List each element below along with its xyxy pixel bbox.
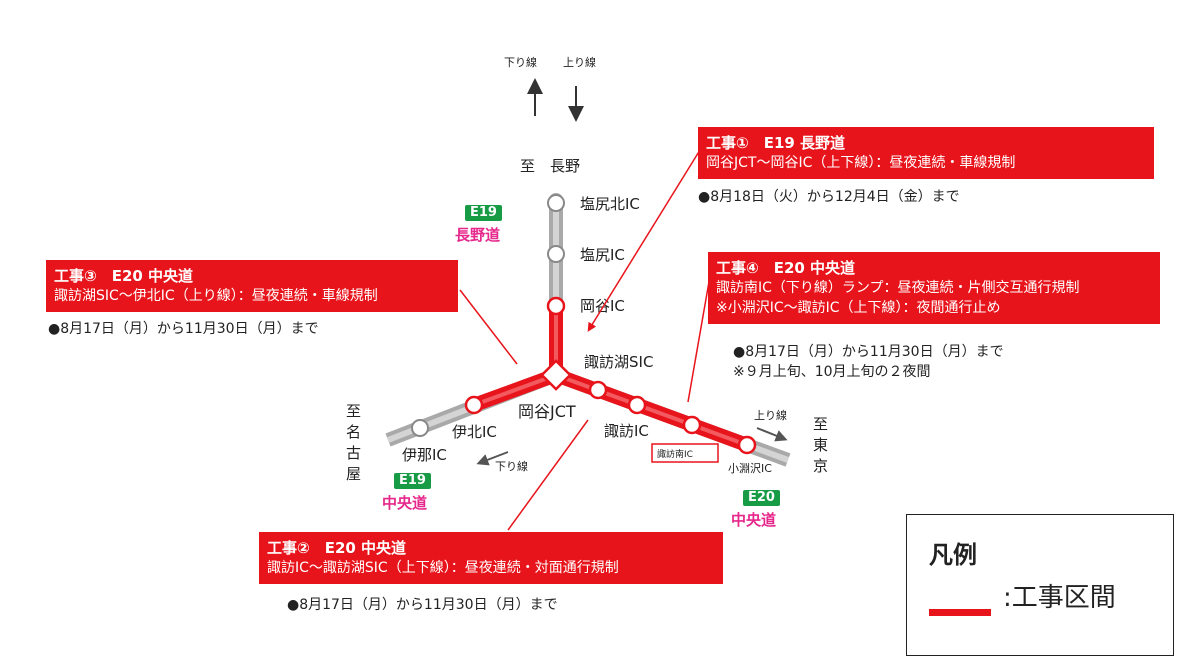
legend: 凡例 :工事区間 [906,514,1174,656]
leader-work-2 [507,419,589,531]
down-west-label: 下り線 [495,459,528,473]
route-badge-chuo-east: E20 [743,490,780,506]
down-west-arrow-icon [476,451,509,466]
work-1-box: 工事① E19 長野道 岡谷JCT～岡谷IC（上下線）：昼夜連続・車線規制 [698,127,1154,179]
suwako-sic-node [588,380,608,400]
down-line-label: 下り線 [504,55,537,69]
work-4-line1: 諏訪南IC（下り線）ランプ：昼夜連続・片側交互通行規制 [716,280,1080,296]
work-4-title: 工事④ E20 中央道 [716,259,856,277]
suwako-sic-label: 諏訪湖SIC [584,353,653,371]
work-4-box: 工事④ E20 中央道 諏訪南IC（下り線）ランプ：昼夜連続・片側交互通行規制 … [708,252,1160,324]
legend-item-label: :工事区間 [1003,583,1116,613]
interchanges [411,194,757,455]
suwa-minami-label: 諏訪南IC [657,448,693,460]
up-east-label: 上り線 [754,408,787,422]
svg-text:屋: 屋 [346,465,361,483]
okaya-jct-label: 岡谷JCT [518,402,576,421]
shiojiri-kita-node [547,194,565,212]
work-1-title: 工事① E19 長野道 [706,134,846,152]
svg-text:京: 京 [813,457,828,475]
work-4-note: ※９月上旬、10月上旬の２夜間 [733,364,931,380]
okaya-label: 岡谷IC [580,297,625,315]
okaya-node [546,296,566,316]
svg-text:東: 東 [813,436,828,454]
kobuchizawa-node [737,435,757,455]
leader-lines [459,149,711,531]
to-nagoya-label: 至 名 古 屋 [346,402,361,483]
shiojiri-kita-label: 塩尻北IC [580,195,640,213]
work-3-line1: 諏訪湖SIC～伊北IC（上り線）：昼夜連続・車線規制 [54,288,378,304]
suwa-label: 諏訪IC [604,422,649,440]
shiojiri-node [547,245,565,263]
suwa-minami-box [651,443,719,463]
suwa-node [627,395,647,415]
svg-text:至: 至 [813,415,828,433]
ina-label: 伊那IC [402,446,447,464]
up-east-arrow-icon [756,427,788,442]
work-2-box: 工事② E20 中央道 諏訪IC～諏訪湖SIC（上下線）：昼夜連続・対面通行規制 [259,532,723,584]
direction-arrows-north: 下り線 上り線 [504,55,596,122]
ina-node [411,419,429,437]
leader-work-3 [459,289,518,365]
ihoku-node [464,395,484,415]
svg-text:古: 古 [346,444,361,462]
work-2-title: 工事② E20 中央道 [267,539,407,557]
route-name-chuo-east: 中央道 [731,511,777,529]
leader-work-1 [587,149,701,332]
work-3-date: ●8月17日（月）から11月30日（月）まで [48,321,319,337]
work-2-line1: 諏訪IC～諏訪湖SIC（上下線）：昼夜連続・対面通行規制 [267,560,619,576]
work-3-box: 工事③ E20 中央道 諏訪湖SIC～伊北IC（上り線）：昼夜連続・車線規制 [46,260,458,312]
okaya-jct-node [540,359,572,391]
route-badge-nagano: E19 [465,205,502,221]
kobuchizawa-label: 小淵沢IC [728,461,772,475]
to-nagano-label: 至 長野 [520,157,580,175]
work-3-title: 工事③ E20 中央道 [54,267,194,285]
work-4-line2: ※小淵沢IC～諏訪IC（上下線）：夜間通行止め [716,300,1001,316]
leader-work-4 [687,275,711,403]
to-tokyo-label: 至 東 京 [813,415,828,475]
work-1-line1: 岡谷JCT～岡谷IC（上下線）：昼夜連続・車線規制 [706,155,1016,171]
svg-text:名: 名 [346,423,361,441]
work-1-date: ●8月18日（火）から12月4日（金）まで [698,189,960,205]
route-badge-chuo-west: E19 [394,473,431,489]
svg-text:至: 至 [346,402,361,420]
up-line-label: 上り線 [563,55,596,69]
work-4-date: ●8月17日（月）から11月30日（月）まで [733,344,1004,360]
ihoku-label: 伊北IC [452,423,497,441]
work-2-date: ●8月17日（月）から11月30日（月）まで [287,597,558,613]
legend-swatch [929,609,991,616]
route-name-chuo-west: 中央道 [382,494,428,512]
suwa-minami-node [682,415,702,435]
legend-title: 凡例 [929,541,977,569]
route-name-nagano: 長野道 [455,226,501,244]
shiojiri-label: 塩尻IC [580,246,625,264]
